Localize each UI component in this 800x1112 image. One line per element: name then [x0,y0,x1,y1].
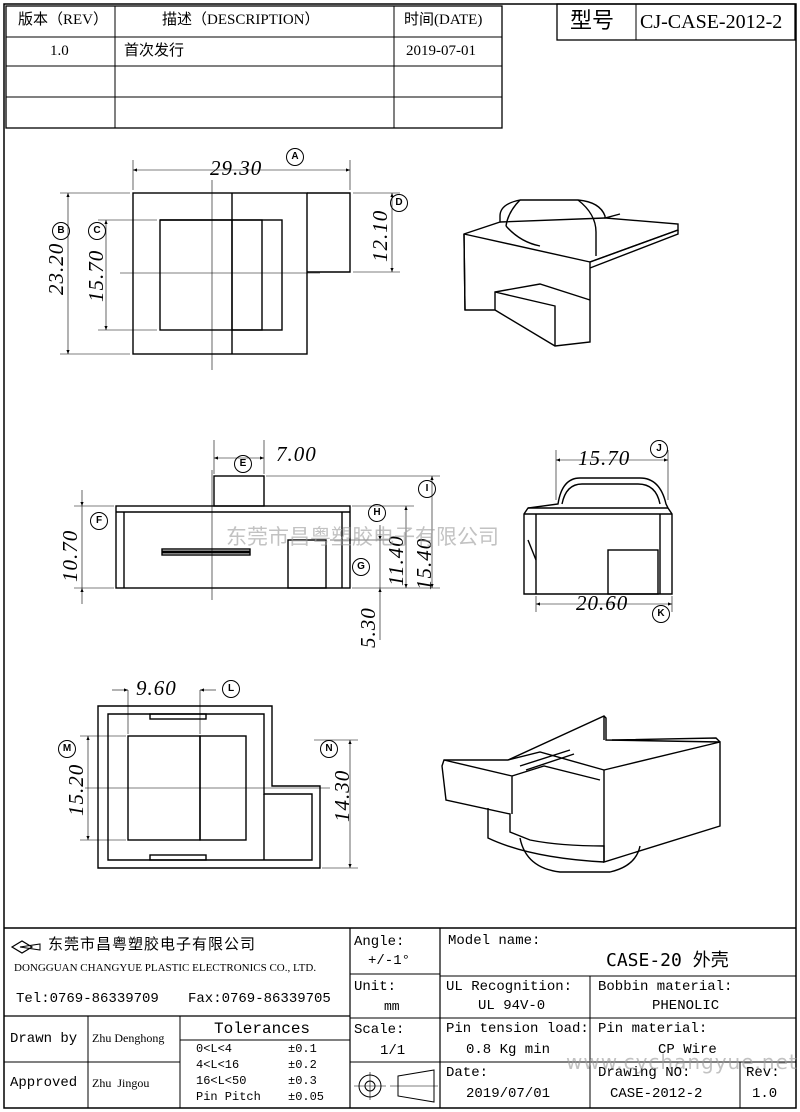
dim-k-value: 20.60 [576,591,629,615]
tolerances-title: Tolerances [214,1020,311,1038]
angle-value: +/-1° [368,953,411,969]
iso-bottom-view [441,715,721,873]
dim-d-value: 12.10 [368,209,392,262]
description-header: 描述（DESCRIPTION） [162,12,320,28]
dim-e-callout: E [234,455,252,473]
dim-f-value: 10.70 [58,529,82,582]
date-row-value: 2019-07-01 [406,43,476,59]
rev-header: 版本（REV） [18,12,109,28]
dim-e-value: 7.00 [276,442,317,466]
tolerance-range: 16<L<50 [196,1074,247,1088]
bottom-view-outline [97,705,321,869]
dim-c-value: 15.70 [84,249,108,302]
tolerance-range: 4<L<16 [196,1058,240,1072]
company-name-en: DONGGUAN CHANGYUE PLASTIC ELECTRONICS CO… [14,962,317,974]
description-row-value: 首次发行 [124,43,185,59]
rev-row-value: 1.0 [50,43,69,59]
title-block-grid [4,927,796,1108]
approved-value: Zhu Jingou [92,1076,150,1090]
dim-j-callout: J [650,440,668,458]
dim-c-callout: C [88,222,106,240]
ul-recognition-value: UL 94V-0 [478,998,546,1014]
side-view-outline [523,477,673,595]
dim-k-callout: K [652,605,670,623]
company-tel: Tel:0769-86339709 [16,991,159,1007]
watermark-company: 东莞市昌粤塑胶电子有限公司 [226,525,499,549]
model-value: CJ-CASE-2012-2 [640,11,783,33]
drawing-no-value: CASE-2012-2 [610,1086,703,1102]
dim-a-value: 29.30 [210,156,263,180]
date-value: 2019/07/01 [466,1086,551,1102]
tolerance-range: Pin Pitch [196,1090,261,1104]
dim-n-value: 14.30 [330,769,354,822]
drawn-by-value: Zhu Denghong [92,1031,165,1045]
pin-material-label: Pin material: [598,1021,708,1037]
dim-i-callout: I [418,480,436,498]
dim-b-callout: B [52,222,70,240]
scale-label: Scale: [354,1022,405,1038]
rev-label: Rev: [746,1065,780,1081]
iso-top-view [463,199,679,347]
drawn-by-label: Drawn by [10,1031,78,1047]
date-header: 时间(DATE) [404,12,483,28]
watermark-url: www.cychangyue.net [566,1050,798,1074]
company-fax: Fax:0769-86339705 [188,991,331,1007]
approved-label: Approved [10,1075,78,1091]
model-name-label: Model name: [448,933,541,949]
unit-label: Unit: [354,979,397,995]
dim-m-value: 15.20 [64,763,88,816]
drawing-no-label: Drawing NO: [598,1065,691,1081]
tolerance-value: ±0.2 [288,1058,317,1072]
model-name-value: CASE-20 外壳 [606,950,729,971]
date-label: Date: [446,1065,489,1081]
pin-tension-value: 0.8 Kg min [466,1042,551,1058]
dim-g-callout: G [352,558,370,576]
dim-l-value: 9.60 [136,676,177,700]
tolerance-value: ±0.05 [288,1090,325,1104]
dim-m-callout: M [58,740,76,758]
dim-b-value: 23.20 [44,242,68,295]
dim-f-callout: F [90,512,108,530]
bobbin-material-label: Bobbin material: [598,979,733,995]
sheet-border [3,3,797,1109]
front-view-outline [115,475,351,589]
dim-d-callout: D [390,194,408,212]
tolerance-value: ±0.1 [288,1042,317,1056]
ul-recognition-label: UL Recognition: [446,979,573,995]
company-logo-icon [10,938,44,954]
pin-tension-label: Pin tension load: [446,1021,589,1037]
tolerance-value: ±0.3 [288,1074,317,1088]
rev-value: 1.0 [752,1086,778,1102]
dim-j-value: 15.70 [578,446,631,470]
angle-label: Angle: [354,934,405,950]
bobbin-material-value: PHENOLIC [652,998,720,1014]
dim-l-callout: L [222,680,240,698]
pin-material-value: CP Wire [658,1042,717,1058]
projection-symbol-icon [356,1070,436,1104]
dim-h-callout: H [368,504,386,522]
model-label: 型号 [570,8,615,33]
dim-g-value: 5.30 [356,607,380,648]
top-view-outline [132,192,351,355]
tolerance-range: 0<L<4 [196,1042,233,1056]
unit-value: mm [384,999,400,1014]
revision-table-grid [5,5,503,129]
scale-value: 1/1 [380,1043,406,1059]
company-name-cn: 东莞市昌粤塑胶电子有限公司 [48,937,257,953]
dim-a-callout: A [286,148,304,166]
dim-n-callout: N [320,740,338,758]
